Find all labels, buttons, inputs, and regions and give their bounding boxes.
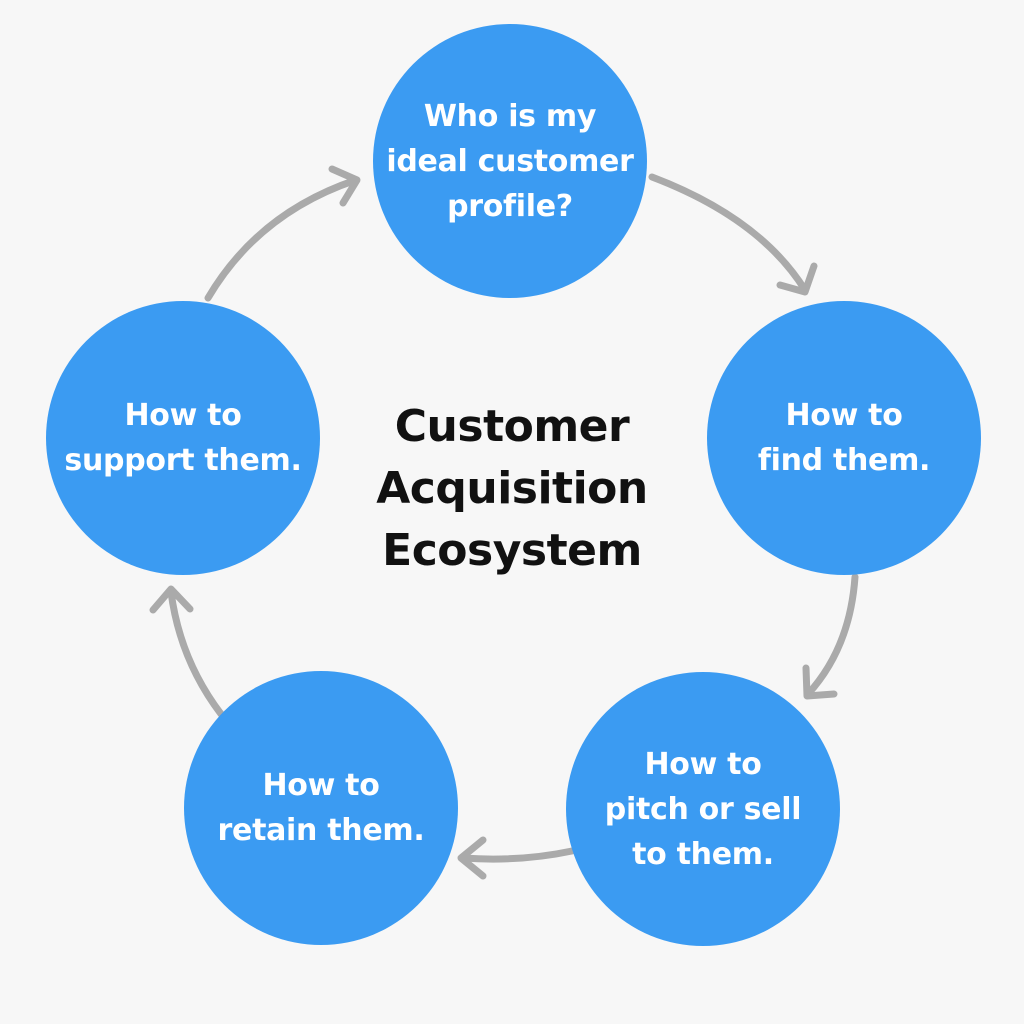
- center-title-line: Customer: [394, 401, 630, 452]
- node-label: How to pitch or sell to them.: [568, 742, 838, 877]
- node-label: How to find them.: [709, 393, 979, 483]
- node-label: Who is my ideal customer profile?: [375, 94, 645, 229]
- node-label-line: How to: [262, 768, 380, 803]
- node-retain-them: How to retain them.: [184, 671, 458, 945]
- node-label-line: retain them.: [217, 813, 425, 848]
- center-title: Customer Acquisition Ecosystem: [312, 396, 712, 582]
- node-label-line: How to: [124, 398, 242, 433]
- center-title-line: Ecosystem: [382, 525, 642, 576]
- node-label-line: to them.: [632, 836, 774, 872]
- node-label-line: pitch or sell: [604, 791, 802, 827]
- node-label-line: profile?: [447, 188, 573, 224]
- node-label-line: How to: [785, 398, 903, 433]
- node-label-line: support them.: [64, 443, 302, 478]
- arrow-pitch-to-retain: [457, 836, 576, 880]
- node-label-line: ideal customer: [386, 143, 634, 179]
- node-label: How to support them.: [48, 393, 318, 483]
- node-label: How to retain them.: [186, 763, 456, 853]
- arrow-support-to-profile: [204, 165, 361, 302]
- center-title-line: Acquisition: [376, 463, 648, 514]
- node-ideal-customer-profile: Who is my ideal customer profile?: [373, 24, 647, 298]
- node-support-them: How to support them.: [46, 301, 320, 575]
- arrow-profile-to-find: [648, 173, 818, 296]
- node-label-line: find them.: [757, 443, 931, 478]
- node-find-them: How to find them.: [707, 301, 981, 575]
- node-label-line: Who is my: [423, 98, 597, 134]
- node-pitch-or-sell: How to pitch or sell to them.: [566, 672, 840, 946]
- arrow-find-to-pitch: [802, 573, 859, 700]
- node-label-line: How to: [644, 746, 762, 782]
- arrow-retain-to-support: [149, 585, 225, 718]
